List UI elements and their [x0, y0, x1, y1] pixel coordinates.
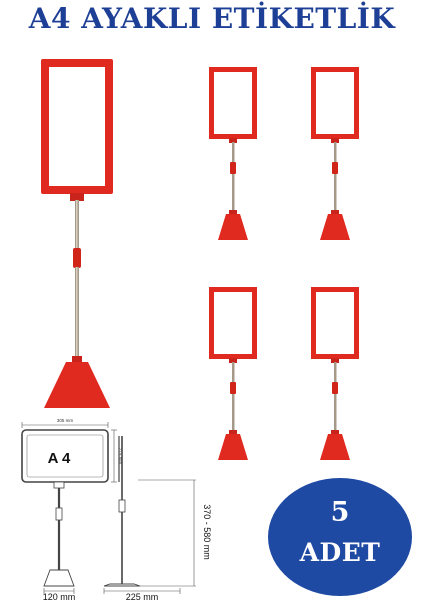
quantity-number: 5 [330, 497, 350, 528]
small-sign-stand-image-1 [206, 64, 260, 244]
small-sign-stand-image-2 [308, 64, 362, 244]
small-sign-stand-image-4 [308, 284, 362, 464]
height-range-label: 370 - 580 mm [202, 504, 212, 560]
height-side-label: 215 mm [118, 448, 123, 465]
base-width-label: 225 mm [126, 592, 159, 600]
small-sign-stand-image-3 [206, 284, 260, 464]
dimension-diagram: 305 mm A 4 215 mm 370 - 580 mm 120 mm [14, 408, 214, 602]
frame-label: A 4 [48, 450, 71, 467]
quantity-badge: 5 ADET [268, 478, 412, 596]
product-title: A4 AYAKLI ETİKETLİK [28, 2, 396, 35]
width-top-label: 305 mm [57, 418, 74, 423]
large-sign-stand-image [36, 56, 118, 410]
quantity-unit: ADET [299, 538, 381, 567]
base-depth-label: 120 mm [43, 592, 76, 600]
